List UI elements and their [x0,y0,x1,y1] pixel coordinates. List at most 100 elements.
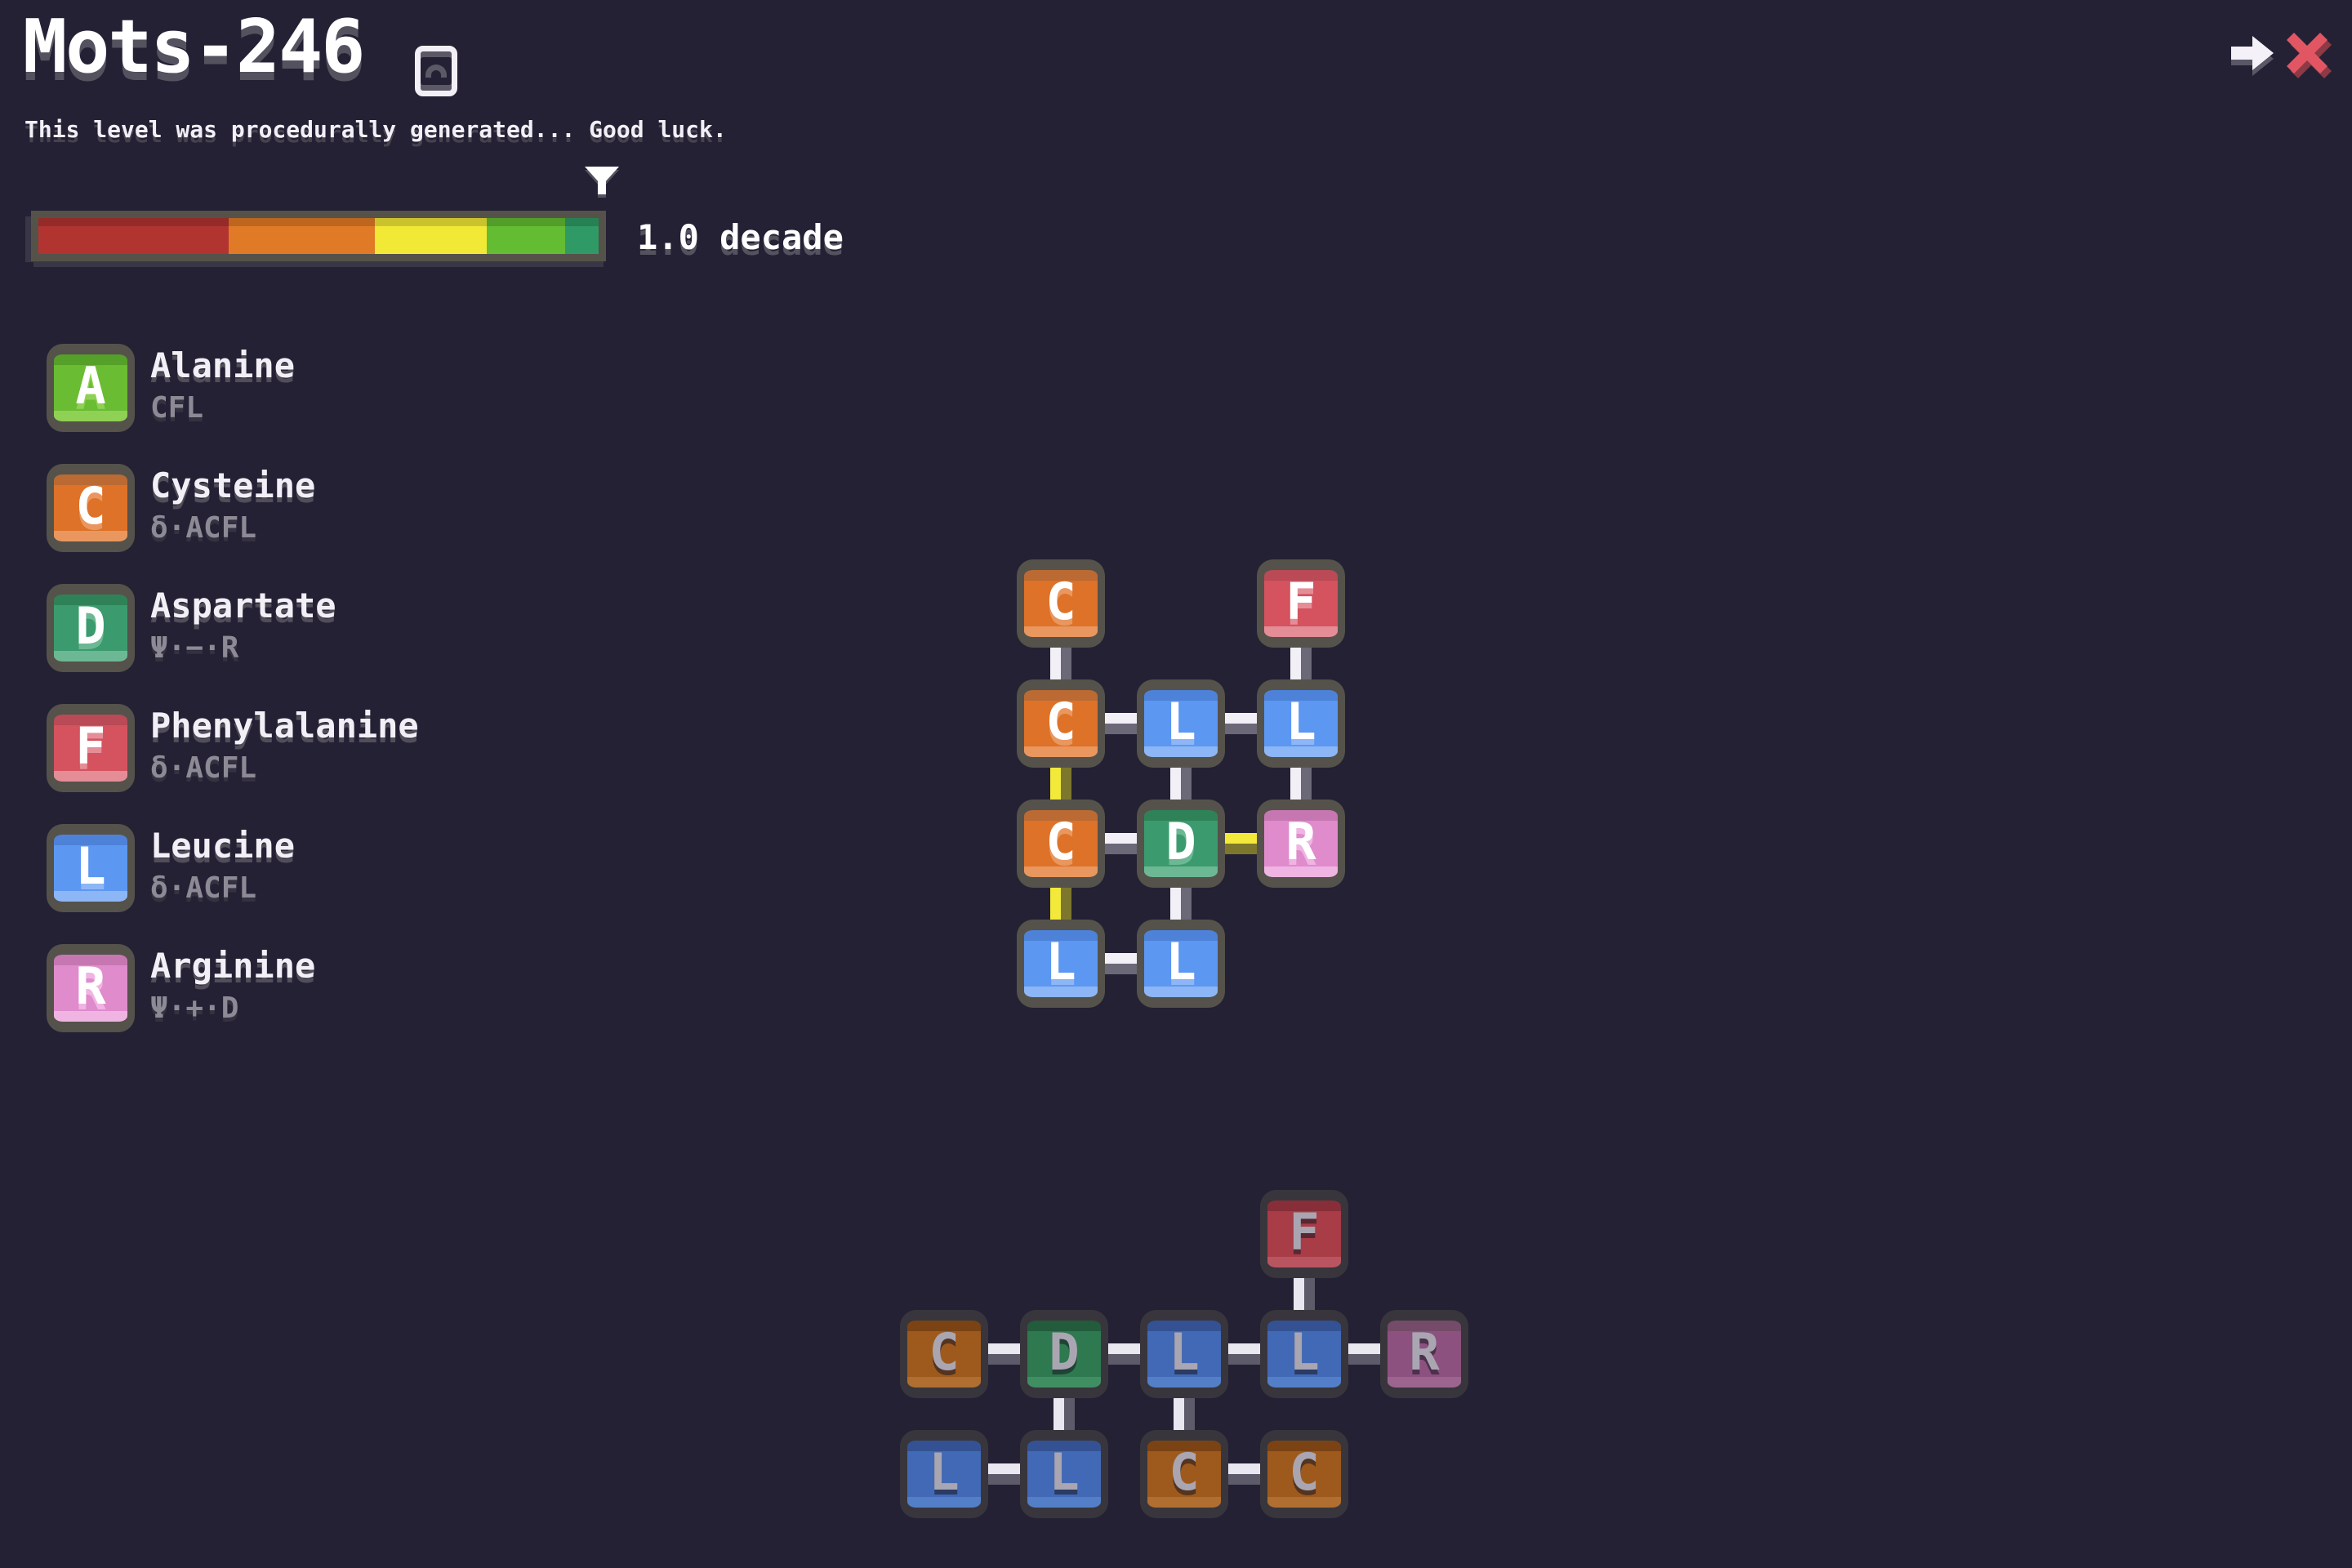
tile-letter: D [1049,1322,1080,1382]
tile-letter: L [1289,1322,1320,1382]
legend-affinity: δ·ACFL [150,511,257,545]
amino-tile-F[interactable]: F [1257,559,1345,648]
tile-letter: L [1165,692,1196,751]
tile-letter: L [929,1442,960,1502]
tile-letter: C [1045,812,1076,871]
tile-letter: L [1045,932,1076,991]
amino-tile-L: L [47,824,135,912]
close-button[interactable] [2287,33,2328,78]
legend-item-phenylalanine: F Phenylalanine δ·ACFL [47,704,618,792]
bond [1348,1343,1380,1365]
tile-letter: R [75,956,106,1016]
yellow-bond [1050,888,1071,920]
level-badge-arch [425,65,447,78]
legend-name: Leucine [150,826,296,866]
gauge-marker-triangle [585,167,619,194]
legend-item-cysteine: C Cysteine δ·ACFL [47,464,618,552]
tile-letter: L [1049,1442,1080,1502]
yellow-bond [1050,768,1071,800]
gauge-segment-4 [564,218,599,254]
next-level-button[interactable] [2231,33,2274,78]
tile-letter: L [75,836,106,896]
legend-affinity: Ψ·+·D [150,991,239,1025]
legend-affinity: δ·ACFL [150,751,257,785]
difficulty-gauge [31,211,606,261]
tile-letter: F [1289,1202,1320,1262]
amino-tile-L: L [1260,1310,1348,1398]
amino-tile-C: C [47,464,135,552]
tile-letter: D [75,596,106,656]
amino-tile-C: C [1260,1430,1348,1518]
amino-tile-C[interactable]: C [1017,800,1105,888]
tile-letter: D [1165,812,1196,871]
legend-affinity: Ψ·−·R [150,631,239,665]
amino-tile-L: L [900,1430,988,1518]
gauge-segment-3 [486,218,565,254]
legend-name: Cysteine [150,466,316,506]
bond [1228,1343,1260,1365]
legend-affinity: δ·ACFL [150,871,257,905]
arrow-right-icon [2231,36,2274,70]
amino-tile-L[interactable]: L [1137,679,1225,768]
amino-tile-C[interactable]: C [1017,559,1105,648]
legend-affinity: CFL [150,391,204,425]
amino-tile-R[interactable]: R [1257,800,1345,888]
bond [1174,1398,1195,1430]
tile-letter: A [75,356,106,416]
bond [1290,768,1312,800]
bond [1225,713,1257,734]
bond [1228,1463,1260,1485]
amino-tile-F: F [47,704,135,792]
tile-letter: C [929,1322,960,1382]
amino-tile-L[interactable]: L [1257,679,1345,768]
amino-tile-R: R [1380,1310,1468,1398]
header-actions [2231,33,2328,78]
tile-letter: L [1165,932,1196,991]
tile-letter: C [1045,692,1076,751]
bond [988,1463,1020,1485]
x-icon [2287,33,2328,74]
tile-letter: R [1409,1322,1440,1382]
tile-letter: F [75,716,106,776]
amino-tile-R: R [47,944,135,1032]
yellow-bond [1225,833,1257,854]
amino-tile-L[interactable]: L [1017,920,1105,1008]
tile-letter: C [1289,1442,1320,1502]
legend-name: Arginine [150,946,316,986]
amino-tile-L: L [1020,1430,1108,1518]
bond [1105,833,1137,854]
amino-tile-L: L [1140,1310,1228,1398]
tile-letter: R [1285,812,1316,871]
bond [1050,648,1071,679]
bond [1054,1398,1075,1430]
legend-name: Aspartate [150,586,336,626]
amino-tile-D: D [47,584,135,672]
amino-tile-C: C [1140,1430,1228,1518]
page-title: Mots-246 [23,4,365,90]
bond [1105,713,1137,734]
bond [1170,888,1192,920]
bond [1294,1278,1315,1310]
amino-tile-L[interactable]: L [1137,920,1225,1008]
gauge-segment-0 [38,218,229,254]
tile-letter: C [1169,1442,1200,1502]
gauge-segment-1 [229,218,375,254]
difficulty-label: 1.0 decade [637,217,844,257]
bond [1170,768,1192,800]
amino-tile-C[interactable]: C [1017,679,1105,768]
amino-tile-D[interactable]: D [1137,800,1225,888]
bond [1290,648,1312,679]
level-subtitle: This level was procedurally generated...… [24,116,727,143]
amino-tile-F: F [1260,1190,1348,1278]
bond [1105,953,1137,974]
legend-item-leucine: L Leucine δ·ACFL [47,824,618,912]
legend-name: Phenylalanine [150,706,419,746]
amino-tile-C: C [900,1310,988,1398]
